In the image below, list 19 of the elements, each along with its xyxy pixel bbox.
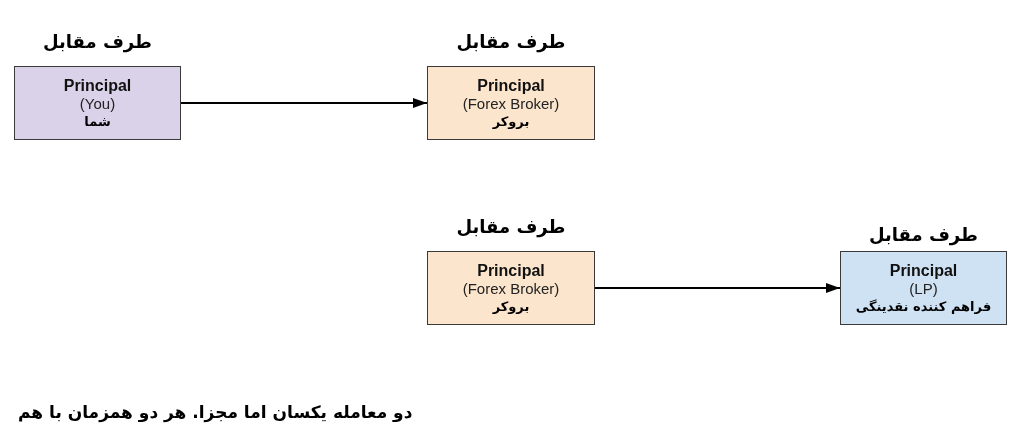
counterparty-heading: طرف مقابل: [456, 216, 566, 238]
role-title: Principal: [63, 75, 132, 95]
arrow: [180, 98, 428, 108]
role-title: Principal: [477, 260, 545, 280]
role-title: Principal: [477, 75, 545, 95]
counterparty-heading: طرف مقابل: [456, 31, 566, 53]
arrow: [594, 283, 841, 293]
persian-role-label: فراهم کننده نقدینگی: [855, 297, 992, 316]
counterparty-heading: طرف مقابل: [869, 224, 978, 246]
caption: دو معامله یکسان اما مجزا. هر دو همزمان با هم: [18, 401, 413, 424]
role-title: Principal: [889, 260, 958, 280]
role-subtitle: (Forex Broker): [462, 94, 560, 113]
role-subtitle: (LP): [909, 279, 938, 298]
persian-role-label: بروکر: [492, 112, 530, 131]
persian-role-label: شما: [84, 112, 111, 131]
role-subtitle: (You): [79, 94, 116, 113]
counterparty-heading: طرف مقابل: [43, 31, 152, 53]
role-subtitle: (Forex Broker): [462, 279, 560, 298]
persian-role-label: بروکر: [492, 297, 530, 316]
